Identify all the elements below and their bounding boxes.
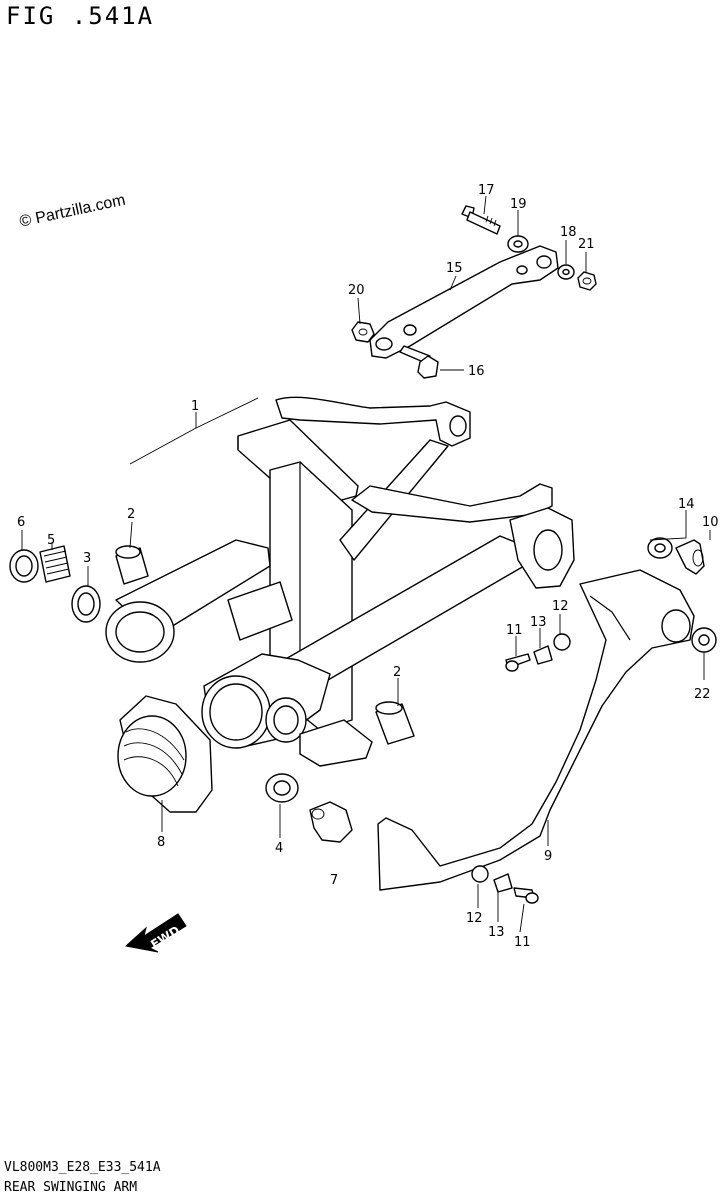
part-16-bolt[interactable]	[399, 345, 439, 379]
part-5-pivot-shaft[interactable]	[39, 545, 71, 583]
callout-6: 6	[17, 515, 25, 530]
part-6-cap[interactable]	[9, 549, 39, 583]
part-2-bushing-upper[interactable]	[115, 545, 149, 585]
callout-2-upper: 2	[127, 507, 135, 522]
callout-20: 20	[348, 283, 365, 298]
part-9-guard-frame[interactable]	[377, 569, 695, 891]
part-14-washer[interactable]	[647, 537, 673, 559]
callout-17: 17	[478, 183, 495, 198]
callout-22: 22	[694, 687, 711, 702]
callout-5: 5	[47, 533, 55, 548]
part-3-bearing[interactable]	[71, 585, 101, 623]
figure-title: FIG .541A	[6, 2, 155, 30]
torque-link-assembly	[351, 205, 597, 379]
part-4-nut[interactable]	[265, 773, 299, 803]
leader-lines	[21, 195, 711, 933]
callout-13-upper: 13	[530, 615, 547, 630]
part-18-washer[interactable]	[557, 264, 575, 280]
callout-19: 19	[510, 197, 527, 212]
part-1-swing-arm[interactable]	[105, 396, 575, 767]
callout-2-lower: 2	[393, 665, 401, 680]
callout-16: 16	[468, 364, 485, 379]
footer-figure-code: VL800M3_E28_E33_541A	[4, 1160, 161, 1175]
callout-4: 4	[275, 841, 283, 856]
part-12-collar-lower[interactable]	[471, 865, 489, 883]
callout-15: 15	[446, 261, 463, 276]
callout-11-lower: 11	[514, 935, 531, 950]
part-13-spacer-upper[interactable]	[533, 645, 553, 665]
callout-13-lower: 13	[488, 925, 505, 940]
callout-3: 3	[83, 551, 91, 566]
part-15-torque-link[interactable]	[369, 245, 559, 359]
part-17-bolt[interactable]	[461, 205, 501, 235]
callout-8: 8	[157, 835, 165, 850]
part-11-bolt-lower[interactable]	[513, 887, 539, 904]
part-12-collar-upper[interactable]	[553, 633, 571, 651]
part-21-nut[interactable]	[577, 271, 597, 291]
callout-14: 14	[678, 497, 695, 512]
part-20-nut[interactable]	[351, 321, 375, 343]
fwd-arrow-icon: FWD	[124, 913, 187, 953]
callout-9: 9	[544, 849, 552, 864]
part-7-plug[interactable]	[309, 801, 353, 843]
part-11-bolt-upper[interactable]	[505, 653, 531, 672]
part-19-washer[interactable]	[507, 235, 529, 253]
callout-12-upper: 12	[552, 599, 569, 614]
callout-21: 21	[578, 237, 595, 252]
footer-figure-name: REAR SWINGING ARM	[4, 1180, 138, 1195]
part-10-bolt[interactable]	[675, 539, 705, 575]
part-8-boot[interactable]	[117, 695, 213, 813]
callout-18: 18	[560, 225, 577, 240]
callout-11-upper: 11	[506, 623, 523, 638]
callout-7: 7	[330, 873, 338, 888]
callout-labels: 17 19 18 21 15 20 16 1 2 6 5 3 14 10 12 …	[17, 183, 719, 950]
part-22-washer[interactable]	[691, 627, 717, 653]
callout-10: 10	[702, 515, 719, 530]
callout-12-lower: 12	[466, 911, 483, 926]
callout-1: 1	[191, 399, 199, 414]
part-2-bushing-lower[interactable]	[375, 701, 415, 745]
part-13-spacer-lower[interactable]	[493, 873, 513, 893]
